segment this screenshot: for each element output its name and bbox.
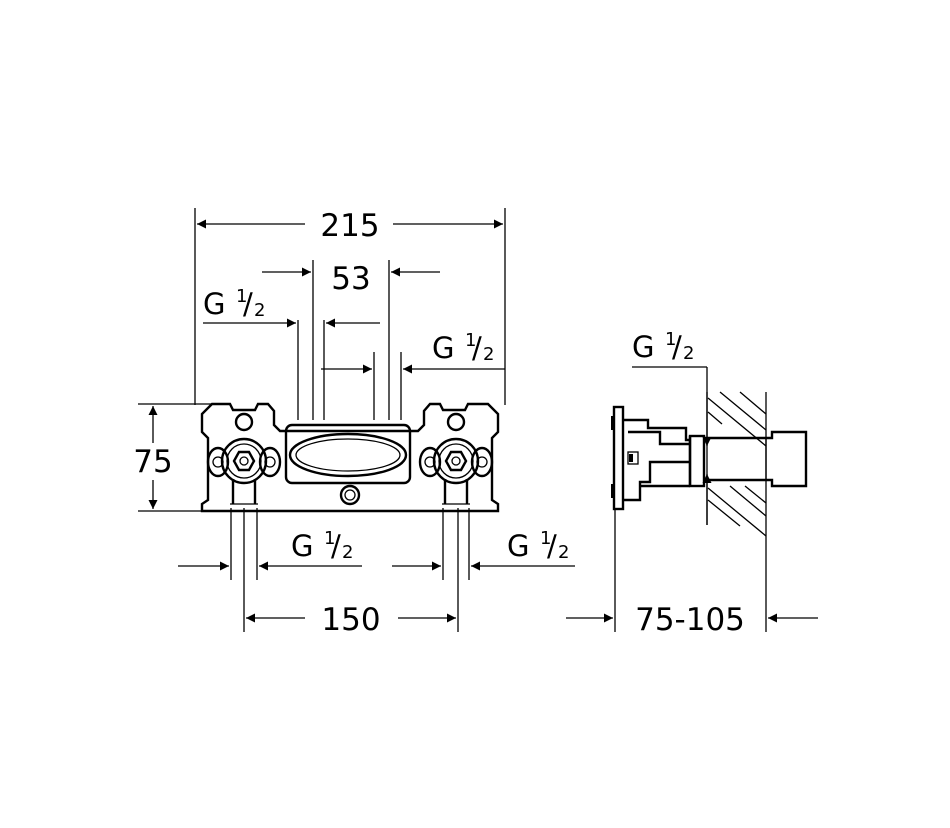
thread-label-side: G bbox=[632, 330, 654, 364]
thread-callout-bottom-left: G 1 / 2 bbox=[178, 508, 362, 580]
thread-den-top-left: 2 bbox=[254, 300, 265, 321]
front-view: 215 53 G 1 / 2 G 1 / bbox=[133, 208, 575, 638]
thread-callout-bottom-right: G 1 / 2 bbox=[392, 508, 575, 580]
dimension-215-label: 215 bbox=[320, 208, 379, 244]
connector-left bbox=[206, 437, 282, 505]
thread-num-bottom-left: 1 bbox=[324, 528, 335, 549]
dimension-215: 215 bbox=[194, 208, 506, 405]
thread-num-bottom-right: 1 bbox=[540, 528, 551, 549]
dimension-53-label: 53 bbox=[331, 261, 370, 297]
thread-label-top-right: G bbox=[432, 331, 454, 365]
thread-num-top-right: 1 bbox=[465, 330, 476, 351]
thread-num-top-left: 1 bbox=[236, 286, 247, 307]
thread-den-bottom-left: 2 bbox=[342, 542, 353, 563]
dimension-150-label: 150 bbox=[321, 602, 380, 638]
mounting-plate bbox=[200, 402, 500, 513]
bottom-mounting-hole bbox=[339, 484, 361, 506]
valve-body bbox=[688, 430, 808, 488]
mounting-hole-left bbox=[234, 412, 254, 432]
thread-label-top-left: G bbox=[203, 287, 225, 321]
thread-slash-top-left: / bbox=[243, 287, 253, 321]
thread-slash-top-right: / bbox=[472, 331, 482, 365]
dimension-75-label: 75 bbox=[133, 444, 172, 480]
side-bracket bbox=[611, 405, 692, 511]
thread-label-bottom-right: G bbox=[507, 529, 529, 563]
wall-hatching bbox=[706, 391, 767, 537]
dimension-75-105: 75-105 bbox=[566, 510, 818, 638]
center-window-oval bbox=[288, 432, 408, 478]
dimension-75: 75 bbox=[133, 403, 212, 512]
thread-slash-bottom-right: / bbox=[547, 529, 557, 563]
connector-left-ring bbox=[220, 437, 268, 485]
thread-callout-top-right: G 1 / 2 bbox=[321, 330, 505, 420]
side-view: G 1 / 2 75-105 bbox=[566, 329, 818, 638]
dimension-53: 53 bbox=[262, 260, 440, 420]
connector-right-hex bbox=[444, 450, 468, 472]
thread-den-bottom-right: 2 bbox=[558, 542, 569, 563]
thread-callout-top-left: G 1 / 2 bbox=[203, 286, 380, 420]
dimension-150: 150 bbox=[243, 508, 459, 638]
thread-den-side: 2 bbox=[683, 343, 694, 364]
thread-num-side: 1 bbox=[665, 329, 676, 350]
connector-right bbox=[418, 437, 494, 505]
thread-label-bottom-left: G bbox=[291, 529, 313, 563]
thread-slash-side: / bbox=[672, 330, 682, 364]
thread-den-top-right: 2 bbox=[483, 344, 494, 365]
connector-left-hex bbox=[232, 450, 256, 472]
thread-callout-side: G 1 / 2 bbox=[632, 329, 712, 525]
connector-right-ring bbox=[432, 437, 480, 485]
dimension-75-105-label: 75-105 bbox=[635, 602, 745, 638]
thread-slash-bottom-left: / bbox=[331, 529, 341, 563]
center-window bbox=[284, 423, 412, 485]
plate-outline bbox=[200, 402, 500, 513]
mounting-hole-right bbox=[446, 412, 466, 432]
